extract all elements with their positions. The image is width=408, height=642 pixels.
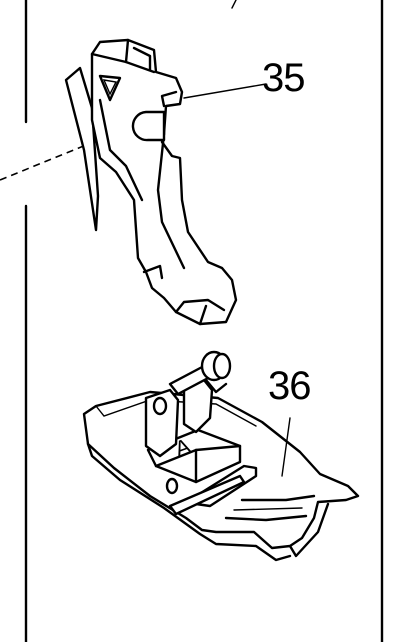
callout-number-36: 36	[268, 364, 311, 408]
shank-part-35	[64, 38, 238, 326]
zigzag-foot-part-36: A	[82, 350, 360, 562]
leader-line-36	[281, 417, 291, 477]
frame-borders	[24, 0, 384, 642]
leader-line-35	[183, 83, 267, 99]
callout-number-35: 35	[262, 56, 305, 100]
